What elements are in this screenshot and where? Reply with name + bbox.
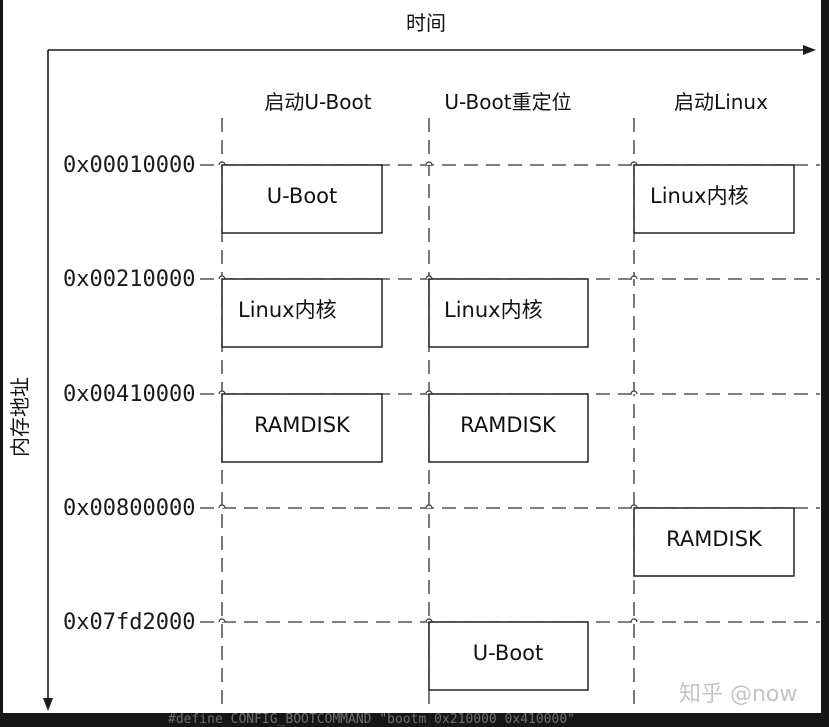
address-label: 0x00010000: [63, 153, 195, 178]
address-label: 0x07fd2000: [63, 610, 195, 635]
footer-code-text: #define CONFIG_BOOTCOMMAND "bootm 0x2100…: [168, 712, 575, 727]
memory-block-uboot: U-Boot: [221, 164, 383, 234]
memory-block-box: [633, 507, 795, 577]
line-crossing-mark: [218, 504, 226, 509]
address-row-4: 0x07fd2000: [63, 610, 820, 635]
memory-block-box: [221, 278, 383, 348]
memory-block-ramdisk: RAMDISK: [633, 507, 795, 577]
time-axis-label: 时间: [406, 11, 446, 35]
memory-block-box: [428, 278, 589, 348]
memory-block-box: [633, 164, 795, 234]
line-crossing-mark: [425, 504, 433, 509]
address-label: 0x00210000: [63, 267, 195, 292]
memory-block-box: [428, 393, 589, 463]
address-label: 0x00410000: [63, 382, 195, 407]
memory-block-ramdisk: RAMDISK: [221, 393, 383, 463]
column-header-boot-uboot: 启动U-Boot: [264, 90, 371, 114]
memory-block-box: [221, 393, 383, 463]
diagram-background: [3, 0, 821, 713]
line-crossing-mark: [630, 390, 638, 395]
memory-block-label: Linux内核: [444, 298, 543, 322]
time-axis-arrowhead: [803, 45, 816, 55]
memory-block-label: RAMDISK: [460, 413, 557, 437]
memory-block-label: U-Boot: [473, 641, 544, 665]
memory-axis-arrowhead: [43, 698, 53, 711]
memory-block-label: RAMDISK: [254, 413, 351, 437]
stage-uboot-relocate-blocks: Linux内核 RAMDISK U-Boot: [428, 278, 589, 691]
memory-block-label: Linux内核: [238, 298, 337, 322]
column-header-uboot-relocate: U-Boot重定位: [444, 90, 571, 114]
memory-block-box: [428, 621, 589, 691]
memory-block-label: Linux内核: [650, 184, 749, 208]
memory-block-linux-kernel: Linux内核: [633, 164, 795, 234]
memory-block-linux-kernel: Linux内核: [221, 278, 383, 348]
memory-block-ramdisk: RAMDISK: [428, 393, 589, 463]
line-crossing-mark: [630, 618, 638, 623]
line-crossing-mark: [425, 161, 433, 166]
stage-boot-linux-blocks: Linux内核 RAMDISK: [633, 164, 795, 577]
memory-block-box: [221, 164, 383, 234]
memory-axis-label: 内存地址: [8, 377, 32, 457]
line-crossing-mark: [630, 275, 638, 280]
watermark: 知乎 @now: [679, 682, 797, 707]
memory-block-uboot: U-Boot: [428, 621, 589, 691]
stage-boot-uboot-blocks: U-Boot Linux内核 RAMDISK: [221, 164, 383, 463]
memory-block-label: RAMDISK: [666, 527, 763, 551]
line-crossing-mark: [218, 618, 226, 623]
address-label: 0x00800000: [63, 496, 195, 521]
memory-block-label: U-Boot: [267, 184, 338, 208]
memory-block-linux-kernel: Linux内核: [428, 278, 589, 348]
column-header-boot-linux: 启动Linux: [674, 90, 768, 114]
